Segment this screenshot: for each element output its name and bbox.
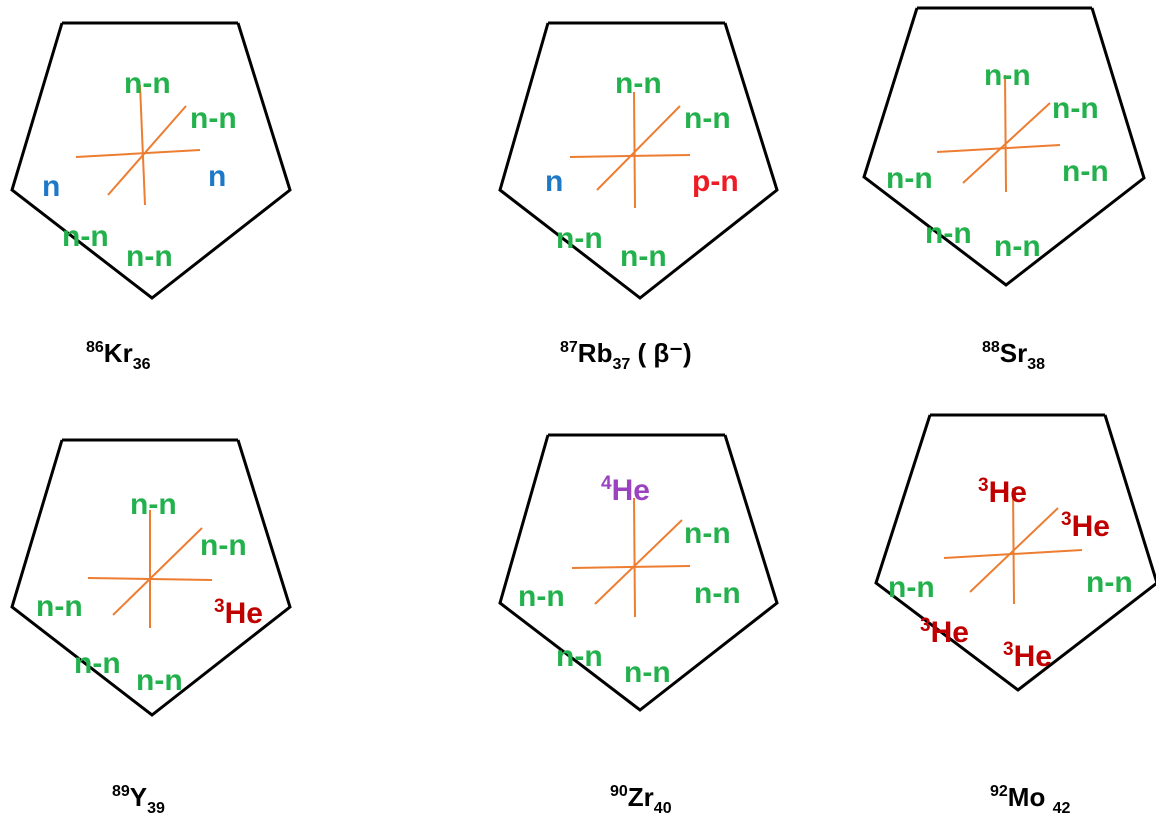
caption-zr: 90Zr40 (610, 782, 672, 817)
bond-axis (633, 497, 636, 618)
pentagon-panel: n-n n-n n p-n n-n n-n (498, 21, 779, 300)
bond-axis (594, 519, 683, 605)
helium3-label: 3He (920, 615, 969, 649)
bond-axis (1012, 487, 1015, 605)
nn-pair-label: n-n (1086, 566, 1133, 599)
nn-pair-label: n-n (624, 656, 671, 689)
nn-pair-label: n-n (62, 220, 109, 253)
nn-pair-label: n-n (925, 217, 972, 250)
nn-pair-label: n-n (615, 67, 662, 100)
caption-rb: 87Rb37 ( β⁻) (560, 338, 692, 373)
nn-pair-label: n-n (684, 102, 731, 135)
nn-pair-label: n-n (136, 664, 183, 697)
nn-pair-label: n-n (886, 162, 933, 195)
element-symbol: He (612, 474, 650, 507)
bond-axis (139, 84, 146, 206)
pentagon-panel: n-n n-n n-n n-n n-n n-n (862, 6, 1146, 287)
nn-pair-label: n-n (620, 240, 667, 273)
element-symbol: He (1072, 510, 1110, 543)
bond-axis (1004, 74, 1007, 193)
nn-pair-label: n-n (1062, 155, 1109, 188)
nn-pair-label: n-n (888, 571, 935, 604)
helium3-label: 3He (214, 596, 263, 630)
bond-axis (112, 527, 203, 616)
element-symbol: He (1014, 640, 1052, 673)
nn-pair-label: n-n (190, 102, 237, 135)
neutron-label: n (42, 170, 60, 203)
bond-axis (571, 565, 691, 569)
caption-sr: 88Sr38 (982, 338, 1046, 373)
bond-axis (943, 549, 1083, 559)
bond-axis (633, 91, 636, 209)
nn-pair-label: n-n (36, 590, 83, 623)
nn-pair-label: n-n (556, 640, 603, 673)
helium3-label: 3He (1003, 639, 1052, 673)
pentagon-outline (10, 22, 292, 300)
element-symbol: He (225, 597, 263, 630)
mass-number: 3 (1061, 509, 1072, 530)
nn-pair-label: n-n (994, 230, 1041, 263)
nn-pair-label: n-n (130, 488, 177, 521)
mass-number: 3 (978, 475, 989, 496)
nn-pair-label: n-n (200, 529, 247, 562)
bond-axis (107, 105, 187, 196)
bond-axis (75, 149, 201, 158)
bond-axis (596, 105, 681, 191)
mass-number: 3 (920, 615, 931, 636)
bond-axis (962, 102, 1051, 184)
nn-pair-label: n-n (124, 67, 171, 100)
nn-pair-label: n-n (684, 517, 731, 550)
mass-number: 3 (214, 596, 225, 617)
neutron-label: n (208, 160, 226, 193)
pentagon-panel: 4He n-n n-n n-n n-n n-n (498, 433, 779, 712)
nn-pair-label: n-n (984, 59, 1031, 92)
bond-axis (969, 507, 1059, 593)
caption-kr: 86Kr36 (86, 338, 151, 373)
helium3-label: 3He (978, 475, 1027, 509)
nn-pair-label: n-n (518, 580, 565, 613)
caption-y: 89Y39 (112, 782, 165, 817)
element-symbol: He (989, 476, 1027, 509)
nn-pair-label: n-n (556, 222, 603, 255)
helium3-label: 3He (1061, 509, 1110, 543)
helium4-label: 4He (601, 473, 650, 507)
element-symbol: He (931, 616, 969, 649)
nn-pair-label: n-n (694, 577, 741, 610)
pentagon-outline (862, 7, 1146, 287)
pentagon-outline (498, 434, 779, 712)
bond-axis (936, 144, 1061, 153)
mass-number: 3 (1003, 639, 1014, 660)
caption-mo: 92Mo 42 (990, 782, 1071, 817)
nn-pair-label: n-n (126, 240, 173, 273)
pentagon-outline (498, 22, 779, 300)
nn-pair-label: n-n (74, 647, 121, 680)
pentagon-outline (10, 439, 292, 717)
pentagon-panel: n-n n-n n-n 3He n-n n-n (10, 438, 292, 717)
nn-pair-label: n-n (1052, 92, 1099, 125)
pn-pair-label: p-n (692, 165, 739, 198)
neutron-label: n (545, 165, 563, 198)
pentagon-outline (874, 414, 1156, 692)
mass-number: 4 (601, 473, 612, 494)
